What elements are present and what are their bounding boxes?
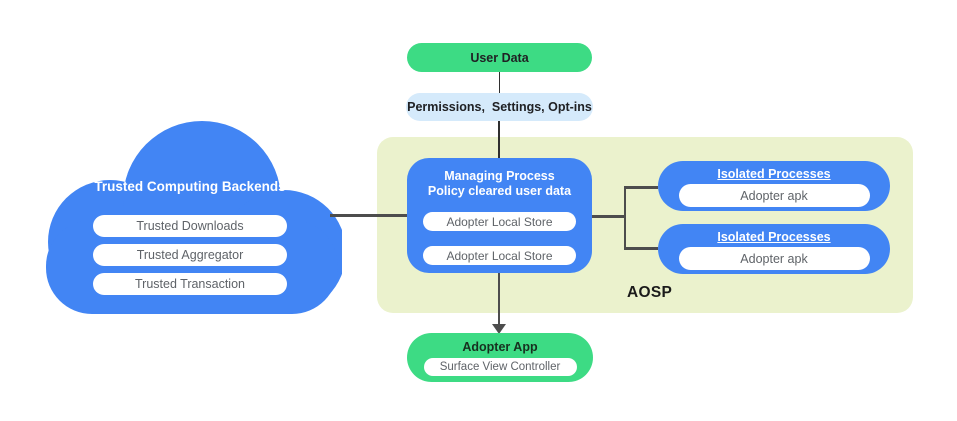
adopter-local-store-1: Adopter Local Store (423, 212, 576, 231)
managing-process-node: Managing Process Policy cleared user dat… (407, 158, 592, 273)
permissions-settings-optins-node: Permissions, Settings, Opt-ins (406, 93, 593, 121)
connector-junction-vertical (623, 186, 626, 249)
adopter-apk-1: Adopter apk (678, 184, 870, 207)
surface-view-controller: Surface View Controller (423, 358, 577, 376)
arrow-down-icon (492, 324, 506, 334)
connector-managing-junction (592, 215, 625, 218)
connector-junction-isolated-1 (624, 186, 658, 189)
aosp-label: AOSP (627, 284, 673, 301)
adopter-apk-2: Adopter apk (678, 247, 870, 270)
connector-managing-adopter (498, 273, 500, 326)
isolated-process-title-2: Isolated Processes (717, 230, 831, 244)
adopter-app-title: Adopter App (462, 340, 538, 354)
managing-process-title-line1: Managing Process (444, 169, 555, 183)
isolated-process-node-1: Isolated Processes Adopter apk (658, 161, 890, 211)
cloud-item-trusted-aggregator: Trusted Aggregator (93, 244, 287, 266)
isolated-process-title-1: Isolated Processes (717, 167, 831, 181)
user-data-node: User Data (407, 43, 592, 72)
connector-userdata-permissions (498, 72, 500, 93)
isolated-process-node-2: Isolated Processes Adopter apk (658, 224, 890, 274)
connector-cloud-managing (330, 214, 407, 217)
managing-process-title-line2: Policy cleared user data (427, 184, 572, 198)
connector-permissions-managing (498, 121, 500, 158)
adopter-app-node: Adopter App Surface View Controller (407, 333, 593, 382)
managing-process-title: Managing Process Policy cleared user dat… (407, 169, 592, 199)
cloud-item-trusted-downloads: Trusted Downloads (93, 215, 287, 237)
connector-junction-isolated-2 (624, 247, 658, 250)
adopter-local-store-2: Adopter Local Store (423, 246, 576, 265)
cloud-title: Trusted Computing Backends (94, 178, 286, 194)
cloud-item-trusted-transaction: Trusted Transaction (93, 273, 287, 295)
